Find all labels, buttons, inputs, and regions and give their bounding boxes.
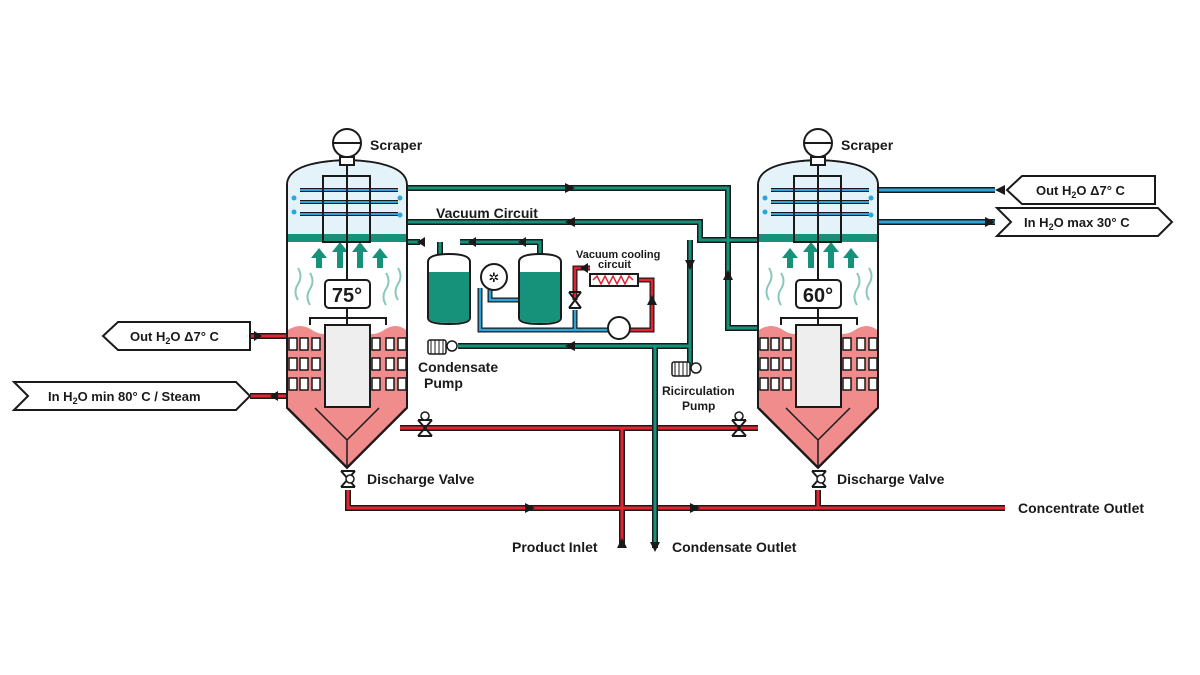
evaporator-right: 60° <box>757 128 879 488</box>
discharge-right-label: Discharge Valve <box>837 471 945 487</box>
condenser-tank-right <box>518 252 562 326</box>
product-valve-left[interactable] <box>417 411 433 437</box>
temp-left: 75° <box>332 285 362 307</box>
vacuum-circuit-label: Vacuum Circuit <box>436 205 538 221</box>
condensate-pump-label-1: Condensate <box>418 359 498 375</box>
concentrate-outlet-label: Concentrate Outlet <box>1018 500 1144 516</box>
condensate-pump-label-2: Pump <box>424 375 463 391</box>
svg-text:In H2O min 80° C / Steam: In H2O min 80° C / Steam <box>48 389 201 406</box>
scraper-left-label: Scraper <box>370 137 423 153</box>
tag-out-right: Out H2O Δ7° C <box>1005 175 1156 205</box>
heat-exchanger-icon <box>589 273 639 287</box>
product-inlet-label: Product Inlet <box>512 539 598 555</box>
scraper-motor-right <box>803 128 833 166</box>
discharge-valve-left[interactable] <box>340 470 356 488</box>
discharge-left-label: Discharge Valve <box>367 471 475 487</box>
discharge-valve-right[interactable] <box>811 470 827 488</box>
recirculation-pump-icon <box>671 361 702 377</box>
tag-in-right: In H2O max 30° C <box>994 207 1174 237</box>
cooling-valve-icon <box>568 291 582 309</box>
condenser-tank-left <box>427 252 471 326</box>
recirc-pump-label-1: Ricirculation <box>662 384 735 398</box>
svg-text:Out H2O Δ7° C: Out H2O Δ7° C <box>1036 183 1126 200</box>
vacuum-cooling-label-1: Vacuum cooling <box>576 249 660 261</box>
evaporator-left: 75° <box>286 128 408 488</box>
flow-arrows <box>254 183 1005 552</box>
product-valve-right[interactable] <box>731 411 747 437</box>
scraper-motor-left <box>332 128 362 166</box>
vacuum-pump-icon: ✲ <box>480 263 508 291</box>
tag-out-left: Out H2O Δ7° C <box>101 321 251 351</box>
temp-display-right <box>795 279 842 309</box>
temp-display-left <box>324 279 371 309</box>
tag-in-left: In H2O min 80° C / Steam <box>11 381 252 411</box>
condensate-pump-icon <box>427 339 458 355</box>
svg-text:In H2O max 30° C: In H2O max 30° C <box>1024 215 1130 232</box>
temp-right: 60° <box>803 285 833 307</box>
svg-text:Out H2O Δ7° C: Out H2O Δ7° C <box>130 329 220 346</box>
circulation-pump-icon <box>607 316 631 340</box>
recirc-pump-label-2: Pump <box>682 399 715 413</box>
condensate-outlet-label: Condensate Outlet <box>672 539 797 555</box>
scraper-right-label: Scraper <box>841 137 894 153</box>
vacuum-cooling-label-2: circuit <box>598 259 631 271</box>
svg-text:✲: ✲ <box>489 271 500 286</box>
